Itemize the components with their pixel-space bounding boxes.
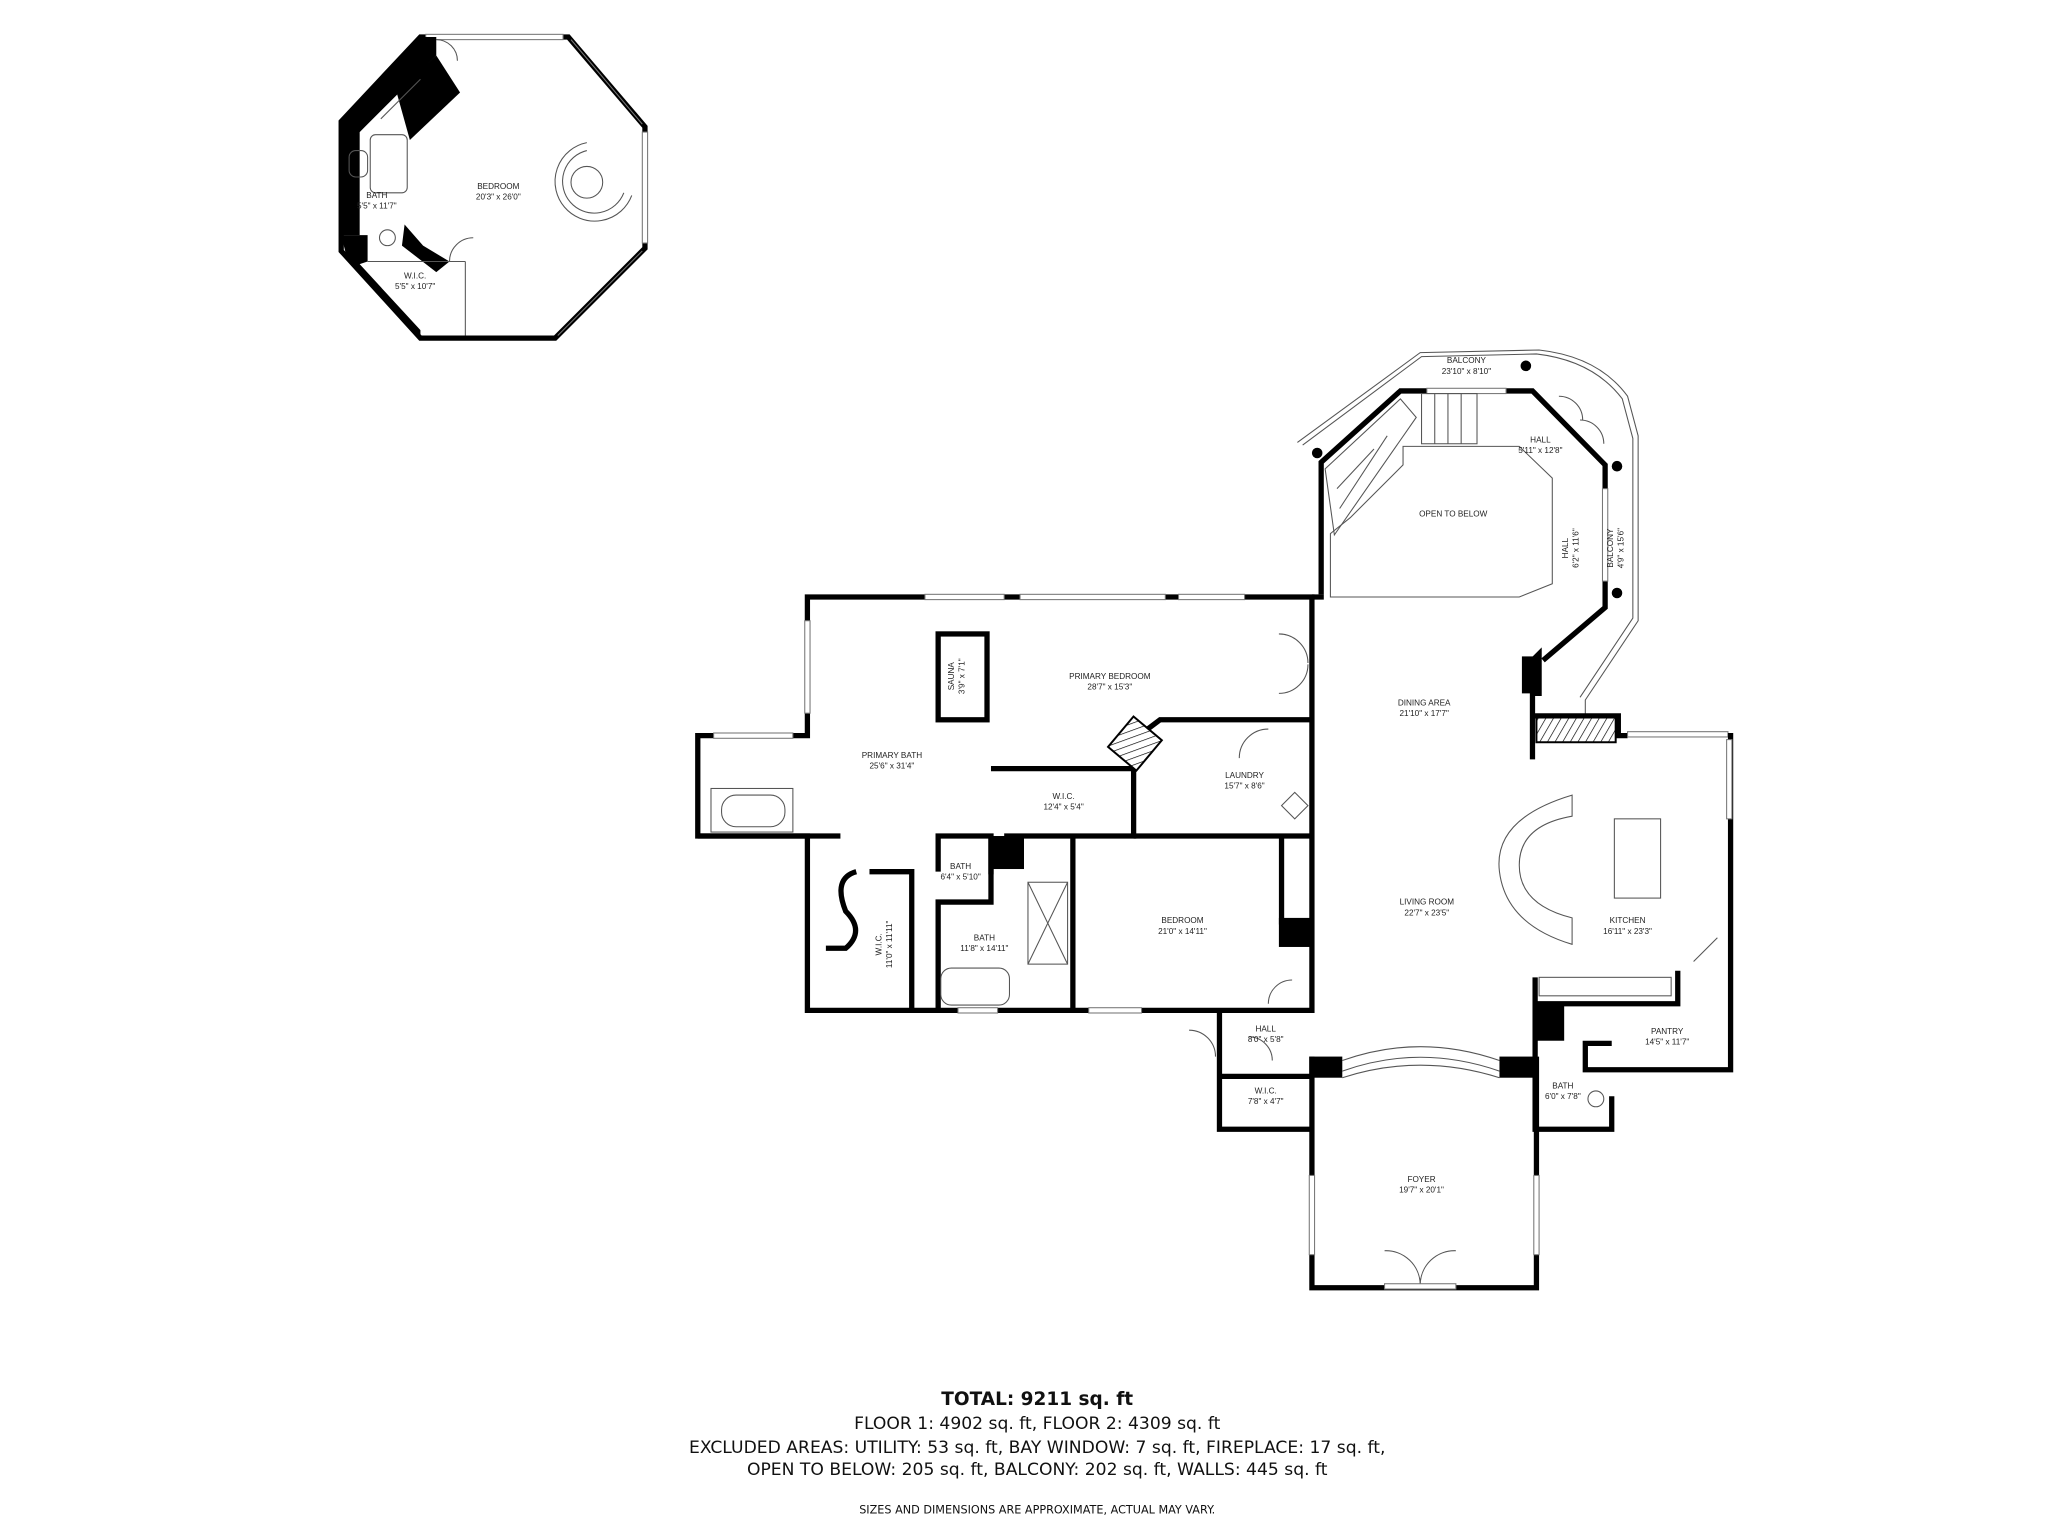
room-label-wic-tall: W.I.C. <box>874 933 883 955</box>
room-dims-bedroom: 21'0" x 14'11" <box>1158 927 1207 936</box>
room-label-kitchen: KITCHEN <box>1610 916 1646 925</box>
room-dims-wic-primary: 12'4" x 5'4" <box>1043 803 1083 812</box>
room-label-balcony-top: BALCONY <box>1447 356 1487 365</box>
room-dims-wic-hall: 7'8" x 4'7" <box>1248 1097 1284 1106</box>
room-dims-hall-side: 6'2" x 11'6" <box>1572 528 1581 568</box>
room-dims-pantry: 14'5" x 11'7" <box>1645 1038 1689 1047</box>
room-label-balcony-side: BALCONY <box>1606 528 1615 568</box>
room-dims-wic-tall: 11'0" x 11'11" <box>885 920 894 968</box>
room-dims-bath-mid: 11'8" x 14'11" <box>960 944 1008 953</box>
disclaimer: SIZES AND DIMENSIONS ARE APPROXIMATE, AC… <box>859 1504 1215 1517</box>
room-label-sauna: SAUNA <box>947 662 956 691</box>
total-area: TOTAL: 9211 sq. ft <box>941 1389 1133 1410</box>
room-label-hall-side: HALL <box>1561 537 1570 558</box>
room-dims-dining: 21'10" x 17'7" <box>1399 709 1448 718</box>
room-label-hall: HALL <box>1255 1024 1276 1033</box>
room-label-primary-bedroom: PRIMARY BEDROOM <box>1069 672 1151 681</box>
room-dims-sauna: 3'9" x 7'1" <box>958 658 967 694</box>
excluded-areas-line-1: EXCLUDED AREAS: UTILITY: 53 sq. ft, BAY … <box>689 1438 1385 1458</box>
room-label-bath-mid: BATH <box>974 933 995 942</box>
room-dims-bath-upper: 5'5" x 11'7" <box>357 202 397 211</box>
room-label-open-to-below: OPEN TO BELOW <box>1419 509 1488 518</box>
room-label-hall-top: HALL <box>1530 435 1551 444</box>
room-dims-primary-bath: 25'6" x 31'4" <box>870 762 915 771</box>
room-dims-balcony-side: 4'9" x 15'6" <box>1617 528 1626 568</box>
floor-2-balcony-section: BALCONY 23'10" x 8'10" HALL 5'11" x 12'8… <box>1297 349 1639 734</box>
room-dims-bath-foyer: 6'0" x 7'8" <box>1545 1092 1581 1101</box>
room-dims-balcony-top: 23'10" x 8'10" <box>1442 367 1491 376</box>
room-dims-primary-bedroom: 28'7" x 15'3" <box>1087 682 1132 691</box>
room-dims-wic-upper: 5'5" x 10'7" <box>395 282 435 291</box>
room-label-wic-hall: W.I.C. <box>1255 1087 1277 1096</box>
room-label-living: LIVING ROOM <box>1400 898 1455 907</box>
floor-2-upper-octagon: BEDROOM 20'3" x 26'0" BATH 5'5" x 11'7" … <box>338 33 649 341</box>
room-dims-laundry: 15'7" x 8'6" <box>1224 781 1264 790</box>
room-label-bath-foyer: BATH <box>1552 1081 1573 1090</box>
area-summary: TOTAL: 9211 sq. ft FLOOR 1: 4902 sq. ft,… <box>689 1389 1385 1516</box>
room-label-wic-primary: W.I.C. <box>1052 792 1074 801</box>
room-label-foyer: FOYER <box>1407 1175 1435 1184</box>
floor-1-main: SAUNA 3'9" x 7'1" <box>695 593 1734 1291</box>
excluded-areas-line-2: OPEN TO BELOW: 205 sq. ft, BALCONY: 202 … <box>747 1460 1328 1480</box>
room-label-bath-upper: BATH <box>366 191 387 200</box>
floor-areas: FLOOR 1: 4902 sq. ft, FLOOR 2: 4309 sq. … <box>854 1414 1221 1434</box>
room-dims-kitchen: 16'11" x 23'3" <box>1603 927 1652 936</box>
room-label-bedroom-upper: BEDROOM <box>477 182 519 191</box>
room-dims-bedroom-upper: 20'3" x 26'0" <box>476 192 521 201</box>
room-dims-foyer: 19'7" x 20'1" <box>1399 1186 1444 1195</box>
room-label-primary-bath: PRIMARY BATH <box>862 751 922 760</box>
room-label-bath-small: BATH <box>950 862 971 871</box>
room-label-wic-upper: W.I.C. <box>404 272 426 281</box>
room-dims-living: 22'7" x 23'5" <box>1404 908 1449 917</box>
room-dims-hall-top: 5'11" x 12'8" <box>1518 446 1562 455</box>
staircase-icon <box>1324 393 1478 537</box>
room-label-laundry: LAUNDRY <box>1225 771 1264 780</box>
room-label-pantry: PANTRY <box>1651 1027 1684 1036</box>
room-dims-bath-small: 6'4" x 5'10" <box>940 873 980 882</box>
room-dims-hall: 8'0" x 5'8" <box>1248 1035 1284 1044</box>
room-label-dining: DINING AREA <box>1398 698 1451 707</box>
room-label-bedroom: BEDROOM <box>1161 916 1203 925</box>
